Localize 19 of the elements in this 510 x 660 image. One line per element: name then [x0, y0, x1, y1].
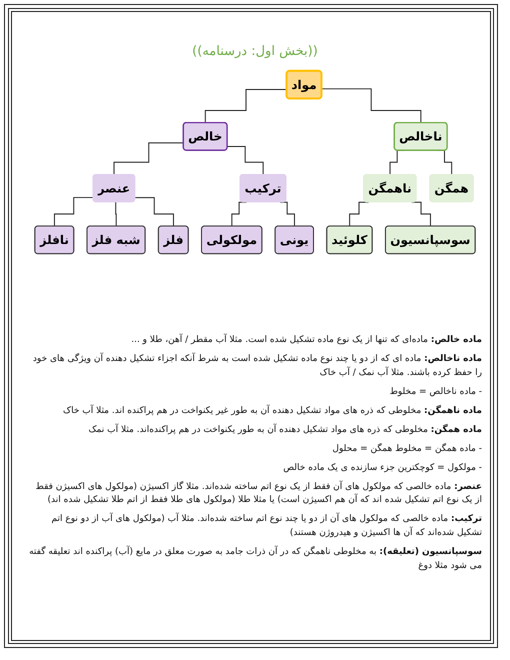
note-paragraph: ماده خالص: ماده‌ای که تنها از یک نوع ماده تشکیل شده است. مثلا آب مقطر / آهن، طلا و ... [130, 334, 482, 347]
connector [204, 89, 288, 124]
connector [134, 197, 174, 227]
note-paragraph: ترکیب: ماده خالصی که مولکول های آن از دو یا چند نوع اتم ساخته شده‌اند. مثلا آب (مولکول های آب از دو نوع اتم تشکیل شده‌اند که آن ها اکسیژن و هیدروژن هستند) [50, 513, 482, 540]
note-paragraph: - ماده ناخالص = مخلوط [388, 386, 482, 399]
connector [54, 197, 94, 227]
note-paragraph: سوسپانسیون (تعلیقه): به مخلوطی ناهمگن که در آن ذرات جامد به صورت معلق در مایع (آب) پراکنده اند تعلیقه گفته می شود مثلا دوغ [28, 546, 482, 574]
note-paragraph: - ماده همگن = مخلوط همگن = محلول [331, 442, 482, 456]
connector [226, 146, 264, 176]
connector [114, 142, 184, 176]
note-paragraph: - مولکول = کوچکترین جزء سازنده ی یک ماده خالص [282, 462, 482, 475]
connector [411, 202, 432, 227]
note-paragraph: ماده ناهمگن: مخلوطی که ذره های مواد تشکیل دهنده آن به طور غیر یکنواخت در هم پراکنده اند. مثلا آب خاک [62, 404, 482, 418]
title: ((بخش اول: درسنامه)) [191, 44, 319, 59]
note-paragraph: ماده همگن: مخلوطی که ذره های مواد تشکیل دهنده آن به طور یکنواخت در هم پراکنده‌اند. مثلا آب نمک [87, 424, 482, 437]
note-paragraph: ماده ناخالص: ماده ای که از دو یا چند نوع ماده تشکیل شده است به شرط آنکه اجزاء تشکیل دهنده آن ویژگی های خود را حفظ کرده باشند. مثلا آب نمک / آب خاک [32, 352, 482, 380]
connector [114, 202, 117, 227]
note-paragraph: عنصر: ماده خالصی که مولکول های آن فقط از یک نوع اتم ساخته شده‌اند. مثلا گاز اکسیژن (مولکول های اکسیژن فقط از یک نوع اتم تشکیل شده اند که آن هم اکسیژن است) یا مثلا طلا (مولکول های طلا فقط از اتم طلا تشکیل شده اند) [34, 480, 482, 508]
connector [321, 88, 422, 124]
